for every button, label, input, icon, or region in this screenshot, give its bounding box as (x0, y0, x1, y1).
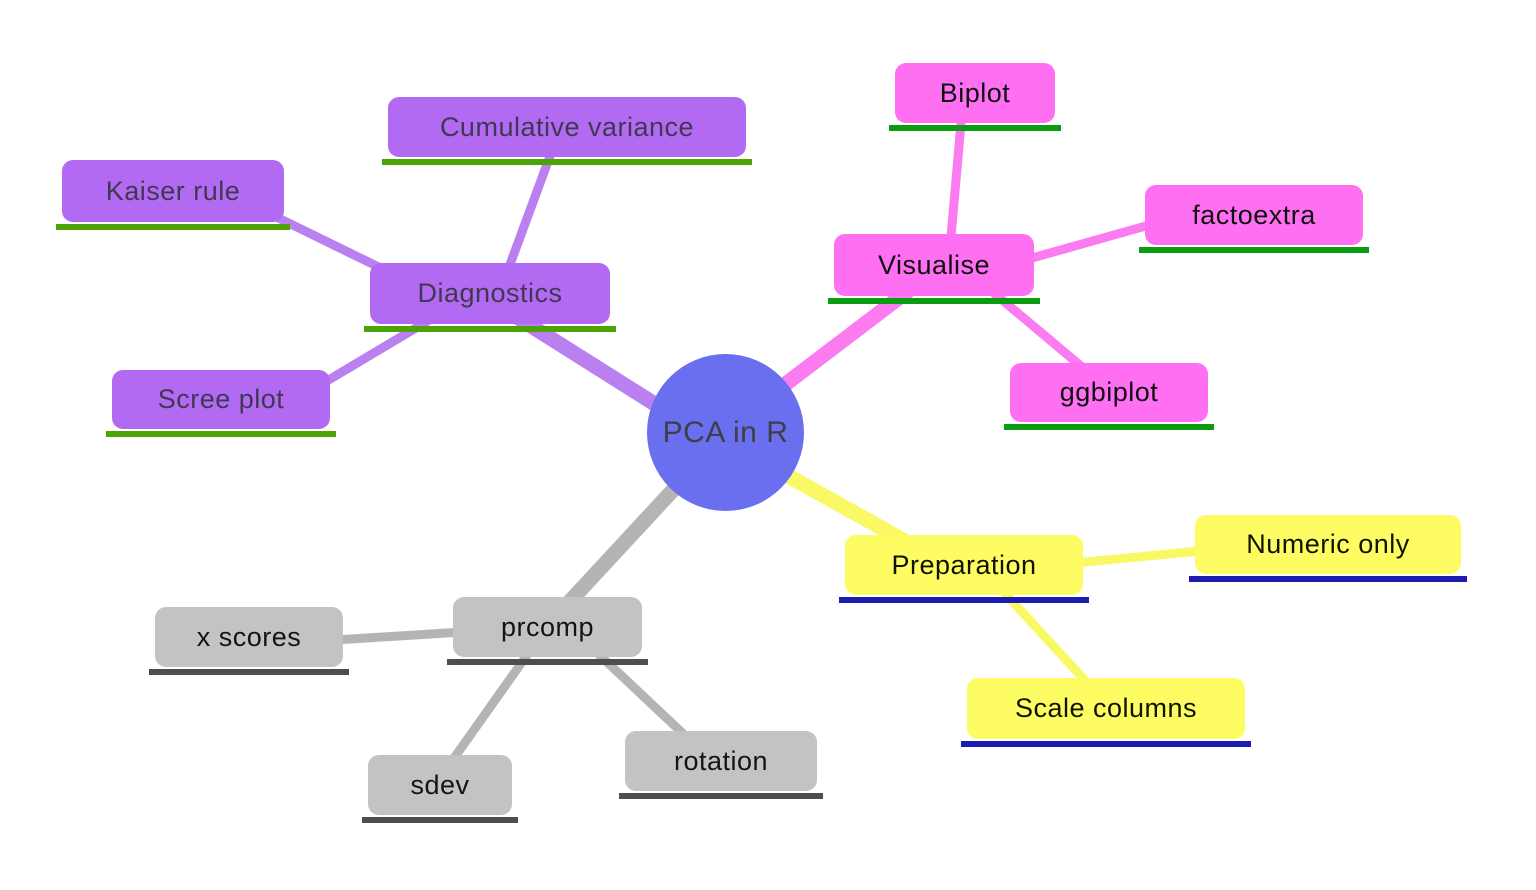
node-factoextra[interactable]: factoextra (1139, 185, 1369, 253)
node-label: Scale columns (1014, 693, 1198, 723)
node-underline (619, 793, 823, 799)
node-kaiser-rule[interactable]: Kaiser rule (56, 160, 290, 230)
node-underline (362, 817, 518, 823)
node-cumulative-variance[interactable]: Cumulative variance (382, 97, 752, 165)
node-underline (1139, 247, 1369, 253)
node-label: Biplot (939, 77, 1011, 108)
node-underline (1189, 576, 1467, 582)
node-rotation[interactable]: rotation (619, 731, 823, 799)
node-label: sdev (410, 769, 470, 800)
edge-preparation-numeric-only (1074, 545, 1211, 568)
node-underline (889, 125, 1061, 131)
node-underline (447, 659, 648, 665)
node-numeric-only[interactable]: Numeric only (1189, 515, 1467, 582)
node-underline (839, 597, 1089, 603)
node-label: Diagnostics (417, 278, 563, 308)
node-label: Preparation (891, 549, 1037, 580)
node-label: Kaiser rule (105, 175, 241, 206)
node-label: PCA in R (662, 415, 789, 449)
node-label: factoextra (1192, 199, 1316, 230)
node-underline (382, 159, 752, 165)
node-label: Numeric only (1246, 529, 1410, 559)
node-scale-columns[interactable]: Scale columns (961, 678, 1251, 747)
node-underline (364, 326, 616, 332)
node-prcomp[interactable]: prcomp (447, 597, 648, 665)
node-label: Cumulative variance (439, 111, 695, 142)
edge-visualise-biplot (945, 111, 967, 249)
node-underline (1004, 424, 1214, 430)
node-scree-plot[interactable]: Scree plot (106, 370, 336, 437)
edge-prcomp-sdev (443, 645, 536, 771)
node-label: Scree plot (157, 384, 285, 414)
node-diagnostics[interactable]: Diagnostics (364, 263, 616, 332)
node-visualise[interactable]: Visualise (828, 234, 1040, 304)
node-ggbiplot[interactable]: ggbiplot (1004, 363, 1214, 430)
node-preparation[interactable]: Preparation (839, 535, 1089, 603)
node-sdev[interactable]: sdev (362, 755, 518, 823)
edge-prcomp-x-scores (334, 627, 463, 645)
node-label: ggbiplot (1059, 377, 1159, 407)
node-label: prcomp (500, 611, 595, 642)
edge-diagnostics-cumulative-variance (500, 146, 558, 280)
node-underline (56, 224, 290, 230)
edge-visualise-factoextra (1023, 217, 1162, 265)
node-x-scores[interactable]: x scores (149, 607, 349, 675)
node-label: x scores (196, 621, 302, 652)
node-label: rotation (673, 745, 769, 776)
node-underline (828, 298, 1040, 304)
node-biplot[interactable]: Biplot (889, 63, 1061, 131)
node-pca-in-r[interactable]: PCA in R (647, 354, 804, 511)
node-underline (961, 741, 1251, 747)
node-underline (149, 669, 349, 675)
edge-preparation-scale-columns (996, 584, 1096, 692)
node-label: Visualise (877, 249, 991, 280)
node-underline (106, 431, 336, 437)
